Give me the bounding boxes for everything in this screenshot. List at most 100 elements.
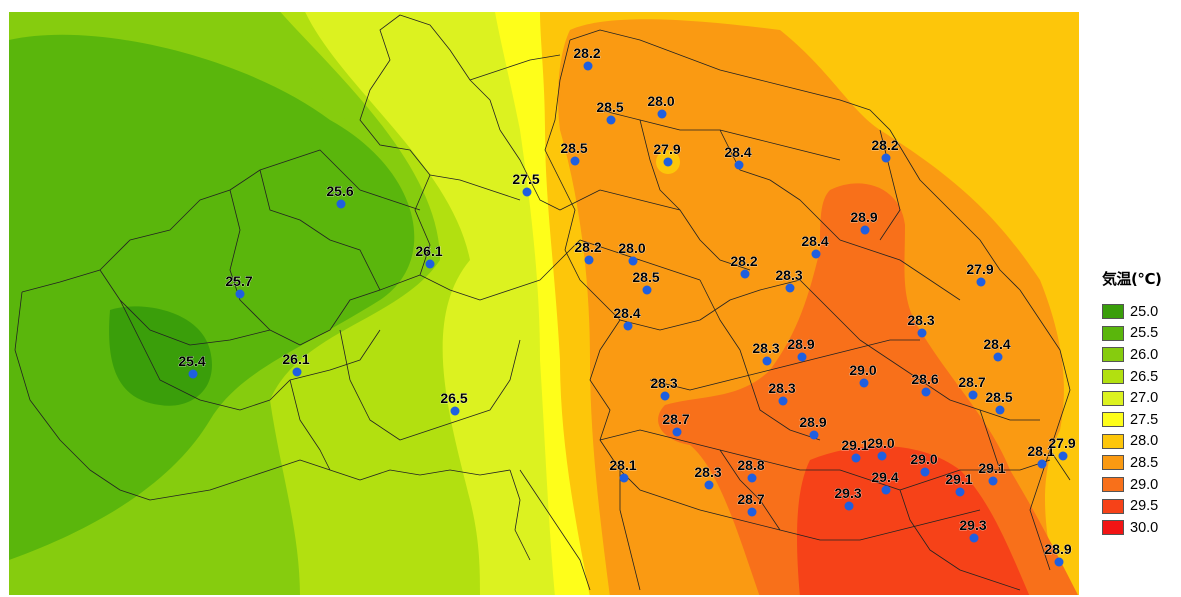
station-dot	[993, 352, 1003, 362]
station-dot	[778, 396, 788, 406]
station-value: 26.1	[282, 351, 309, 367]
station-value: 28.2	[871, 137, 898, 153]
station-dot	[921, 387, 931, 397]
station-dot	[704, 480, 714, 490]
station: 29.3	[834, 485, 862, 511]
station-value: 28.5	[632, 269, 659, 285]
station: 27.9	[1048, 435, 1076, 461]
station-value: 28.5	[985, 389, 1012, 405]
station-value: 28.9	[799, 414, 826, 430]
station-value: 27.9	[1048, 435, 1075, 451]
station-dot	[797, 352, 807, 362]
station: 29.1	[945, 471, 973, 497]
station-value: 28.7	[737, 491, 764, 507]
station: 28.7	[737, 491, 765, 517]
station-value: 28.3	[650, 375, 677, 391]
station-value: 28.3	[907, 312, 934, 328]
station: 28.1	[609, 457, 637, 483]
station: 28.1	[1027, 443, 1055, 469]
station-dot	[988, 476, 998, 486]
station: 25.4	[178, 353, 206, 379]
station-value: 25.4	[178, 353, 205, 369]
station-dot	[336, 199, 346, 209]
station-value: 26.1	[415, 243, 442, 259]
station-value: 25.6	[326, 183, 353, 199]
legend-swatch	[1102, 477, 1124, 493]
legend-item: 28.5	[1102, 452, 1180, 474]
station: 29.0	[867, 435, 895, 461]
station-value: 28.1	[609, 457, 636, 473]
station: 28.9	[850, 209, 878, 235]
legend-label: 29.0	[1130, 476, 1159, 493]
station-value: 28.6	[911, 371, 938, 387]
station: 28.9	[799, 414, 827, 440]
temperature-map: 28.2 28.5 28.0 28.5 27.9 28.4 28.2 27.5 25.6 26.1…	[9, 12, 1079, 595]
station-dot	[1058, 451, 1068, 461]
station-dot	[663, 157, 673, 167]
station-dot	[747, 507, 757, 517]
station: 29.1	[978, 460, 1006, 486]
station-dot	[811, 249, 821, 259]
station-dot	[785, 283, 795, 293]
station: 28.0	[647, 93, 675, 119]
station: 28.3	[775, 267, 803, 293]
station-dot	[734, 160, 744, 170]
station-dot	[570, 156, 580, 166]
station-dot	[955, 487, 965, 497]
station-value: 28.3	[775, 267, 802, 283]
legend-label: 30.0	[1130, 519, 1159, 536]
station-value: 28.8	[737, 457, 764, 473]
legend-swatch	[1102, 520, 1124, 536]
station: 28.4	[724, 144, 752, 170]
station: 28.5	[632, 269, 660, 295]
station-dot	[522, 187, 532, 197]
station: 28.5	[985, 389, 1013, 415]
legend-swatch	[1102, 325, 1124, 341]
legend-item: 27.0	[1102, 387, 1180, 409]
legend-swatch	[1102, 433, 1124, 449]
station-value: 29.4	[871, 469, 898, 485]
station: 26.1	[282, 351, 310, 377]
station: 28.7	[958, 374, 986, 400]
legend-item: 26.5	[1102, 366, 1180, 388]
station: 26.1	[415, 243, 443, 269]
station-value: 28.5	[560, 140, 587, 156]
station: 28.4	[613, 305, 641, 331]
station: 25.7	[225, 273, 253, 299]
station: 28.9	[787, 336, 815, 362]
station-dot	[995, 405, 1005, 415]
legend-label: 26.5	[1130, 368, 1159, 385]
station-dot	[1054, 557, 1064, 567]
station: 27.5	[512, 171, 540, 197]
station-value: 28.9	[850, 209, 877, 225]
station: 28.8	[737, 457, 765, 483]
station: 28.5	[596, 99, 624, 125]
station: 28.2	[574, 239, 602, 265]
station-value: 28.4	[724, 144, 751, 160]
legend-item: 26.0	[1102, 344, 1180, 366]
station: 28.7	[662, 411, 690, 437]
municipal-boundaries	[14, 14, 1071, 591]
station-dot	[660, 391, 670, 401]
station-value: 28.1	[1027, 443, 1054, 459]
station-dot	[920, 467, 930, 477]
station: 28.3	[907, 312, 935, 338]
legend-swatch	[1102, 412, 1124, 428]
station-value: 28.9	[787, 336, 814, 352]
station-value: 29.1	[945, 471, 972, 487]
station-dot	[881, 153, 891, 163]
station-dot	[583, 61, 593, 71]
station-dot	[859, 378, 869, 388]
station: 28.2	[730, 253, 758, 279]
station-value: 28.4	[983, 336, 1010, 352]
station-dot	[976, 277, 986, 287]
legend-item: 29.5	[1102, 495, 1180, 517]
station-dot	[860, 225, 870, 235]
station: 28.3	[694, 464, 722, 490]
station-value: 29.1	[978, 460, 1005, 476]
legend-label: 27.0	[1130, 390, 1159, 407]
legend-item: 28.0	[1102, 431, 1180, 453]
station-value: 28.3	[752, 340, 779, 356]
legend-swatch	[1102, 390, 1124, 406]
